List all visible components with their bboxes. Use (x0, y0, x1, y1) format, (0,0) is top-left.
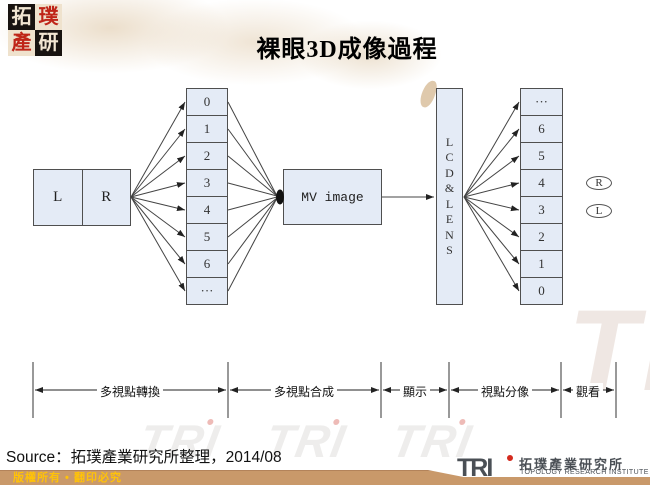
split-cell: 5 (521, 143, 562, 170)
lcd-letter: E (445, 212, 454, 226)
view-cell: ··· (200, 283, 214, 298)
lcd-letter: C (445, 150, 454, 164)
source-note: Source：拓璞產業研究所整理，2014/08 (6, 449, 282, 466)
corner-logo-char: 產 (8, 30, 35, 56)
right-eye-ellipse: R (586, 176, 612, 190)
split-cell: 3 (521, 197, 562, 224)
tri-institute-logo: TRI 拓璞產業研究所 TOPOLOGY RESEARCH INSTITUTE (455, 452, 650, 482)
stage-label-viewing: 觀看 (572, 383, 604, 400)
split-cell: 2 (521, 224, 562, 251)
stage-label-multiview-conversion: 多視點轉換 (96, 383, 164, 400)
stage-label-display: 顯示 (399, 383, 431, 400)
split-view-column: ··· 6 5 4 3 2 1 0 (520, 88, 563, 305)
view-cell: 4 (187, 197, 227, 224)
right-image-cell: R (101, 189, 112, 205)
corner-brand-logo: 拓 璞 產 研 (8, 4, 62, 56)
view-cell: 6 (187, 251, 227, 278)
lcd-letter: N (445, 227, 454, 242)
lcd-letter: D (445, 165, 454, 180)
corner-logo-char: 拓 (8, 4, 35, 30)
copyright-text: 版權所有 • 翻印必究 (13, 472, 122, 484)
stage-label-multiview-synthesis: 多視點合成 (270, 383, 338, 400)
view-cell: 2 (187, 143, 227, 170)
institute-name-cn: 拓璞產業研究所 (519, 457, 625, 472)
corner-logo-char: 璞 (35, 4, 62, 30)
stereo-source-box: L R (33, 169, 131, 226)
footer-bar-wedge (428, 470, 650, 477)
left-eye-ellipse: L (586, 204, 612, 218)
split-cell: 4 (521, 170, 562, 197)
lcd-lens-box: L C D & L E N S (436, 88, 463, 305)
tri-logo-acronym: TRI (457, 454, 493, 482)
left-image-cell: L (34, 170, 83, 225)
split-cell: ··· (521, 89, 562, 116)
lcd-letter: & (444, 181, 455, 195)
mv-image-box: MV image (283, 169, 382, 225)
corner-logo-char: 研 (35, 30, 62, 56)
view-cell: 1 (187, 116, 227, 143)
institute-name-en: TOPOLOGY RESEARCH INSTITUTE (520, 469, 649, 476)
split-cell: 1 (521, 251, 562, 278)
split-cell: 6 (521, 116, 562, 143)
split-cell: 0 (538, 283, 545, 298)
slide-title: 裸眼3D成像過程 (256, 37, 438, 63)
stage-label-viewpoint-split: 視點分像 (477, 383, 533, 400)
view-cell: 3 (187, 170, 227, 197)
multiview-column: 0 1 2 3 4 5 6 ··· (186, 88, 228, 305)
tri-logo-red-dot-icon (507, 455, 513, 461)
view-cell: 5 (187, 224, 227, 251)
view-cell: 0 (187, 89, 227, 116)
lcd-letter: L (445, 134, 454, 149)
lcd-letter: S (446, 243, 453, 257)
lcd-letter: L (445, 196, 454, 211)
